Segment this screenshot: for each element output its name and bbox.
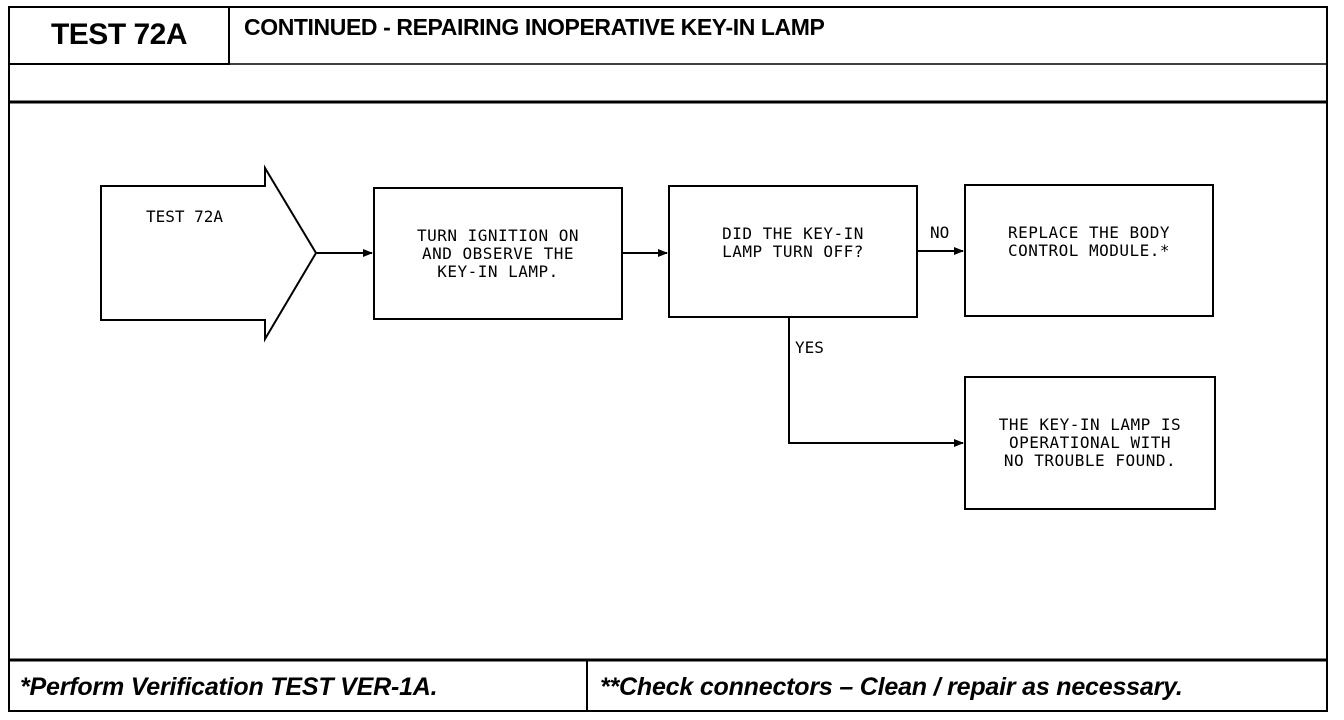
page-title: CONTINUED - REPAIRING INOPERATIVE KEY-IN… bbox=[244, 14, 825, 40]
test-id-box bbox=[8, 6, 230, 65]
no-result-line-2: CONTROL MODULE.* bbox=[1007, 241, 1171, 260]
yes-result-text: THE KEY-IN LAMP IS OPERATIONAL WITH NO T… bbox=[967, 379, 1213, 507]
no-result-line-1: REPLACE THE BODY bbox=[1007, 223, 1171, 242]
step1-line-2: AND OBSERVE THE bbox=[422, 243, 574, 263]
start-arrow-shape bbox=[100, 164, 318, 343]
no-branch-label: NO bbox=[930, 223, 950, 242]
yes-result-line-3: NO TROUBLE FOUND. bbox=[1003, 451, 1177, 470]
start-label: TEST 72A bbox=[146, 207, 224, 226]
decision-text: DID THE KEY-IN LAMP TURN OFF? bbox=[671, 188, 915, 298]
no-result-box bbox=[964, 184, 1214, 317]
no-result-text: REPLACE THE BODY CONTROL MODULE.* bbox=[967, 187, 1211, 297]
test-id-label: TEST 72A bbox=[50, 18, 188, 51]
outer-border bbox=[8, 6, 1328, 712]
yes-branch-label: YES bbox=[795, 338, 824, 357]
decision-line-2: LAMP TURN OFF? bbox=[722, 242, 864, 261]
step1-box bbox=[373, 187, 623, 320]
step1-text: TURN IGNITION ON AND OBSERVE THE KEY-IN … bbox=[376, 190, 620, 317]
yes-result-box bbox=[964, 376, 1216, 510]
step1-line-3: KEY-IN LAMP. bbox=[437, 261, 559, 281]
footer-verification-note: *Perform Verification TEST VER-1A. bbox=[20, 672, 438, 701]
decision-line-1: DID THE KEY-IN bbox=[722, 224, 864, 243]
yes-result-line-2: OPERATIONAL WITH bbox=[1008, 433, 1172, 452]
step1-line-1: TURN IGNITION ON bbox=[416, 225, 580, 245]
yes-result-line-1: THE KEY-IN LAMP IS bbox=[998, 415, 1182, 434]
decision-box bbox=[668, 185, 918, 318]
connector-decision-to-yes bbox=[788, 317, 964, 447]
footer-connectors-note: **Check connectors – Clean / repair as n… bbox=[600, 672, 1183, 701]
